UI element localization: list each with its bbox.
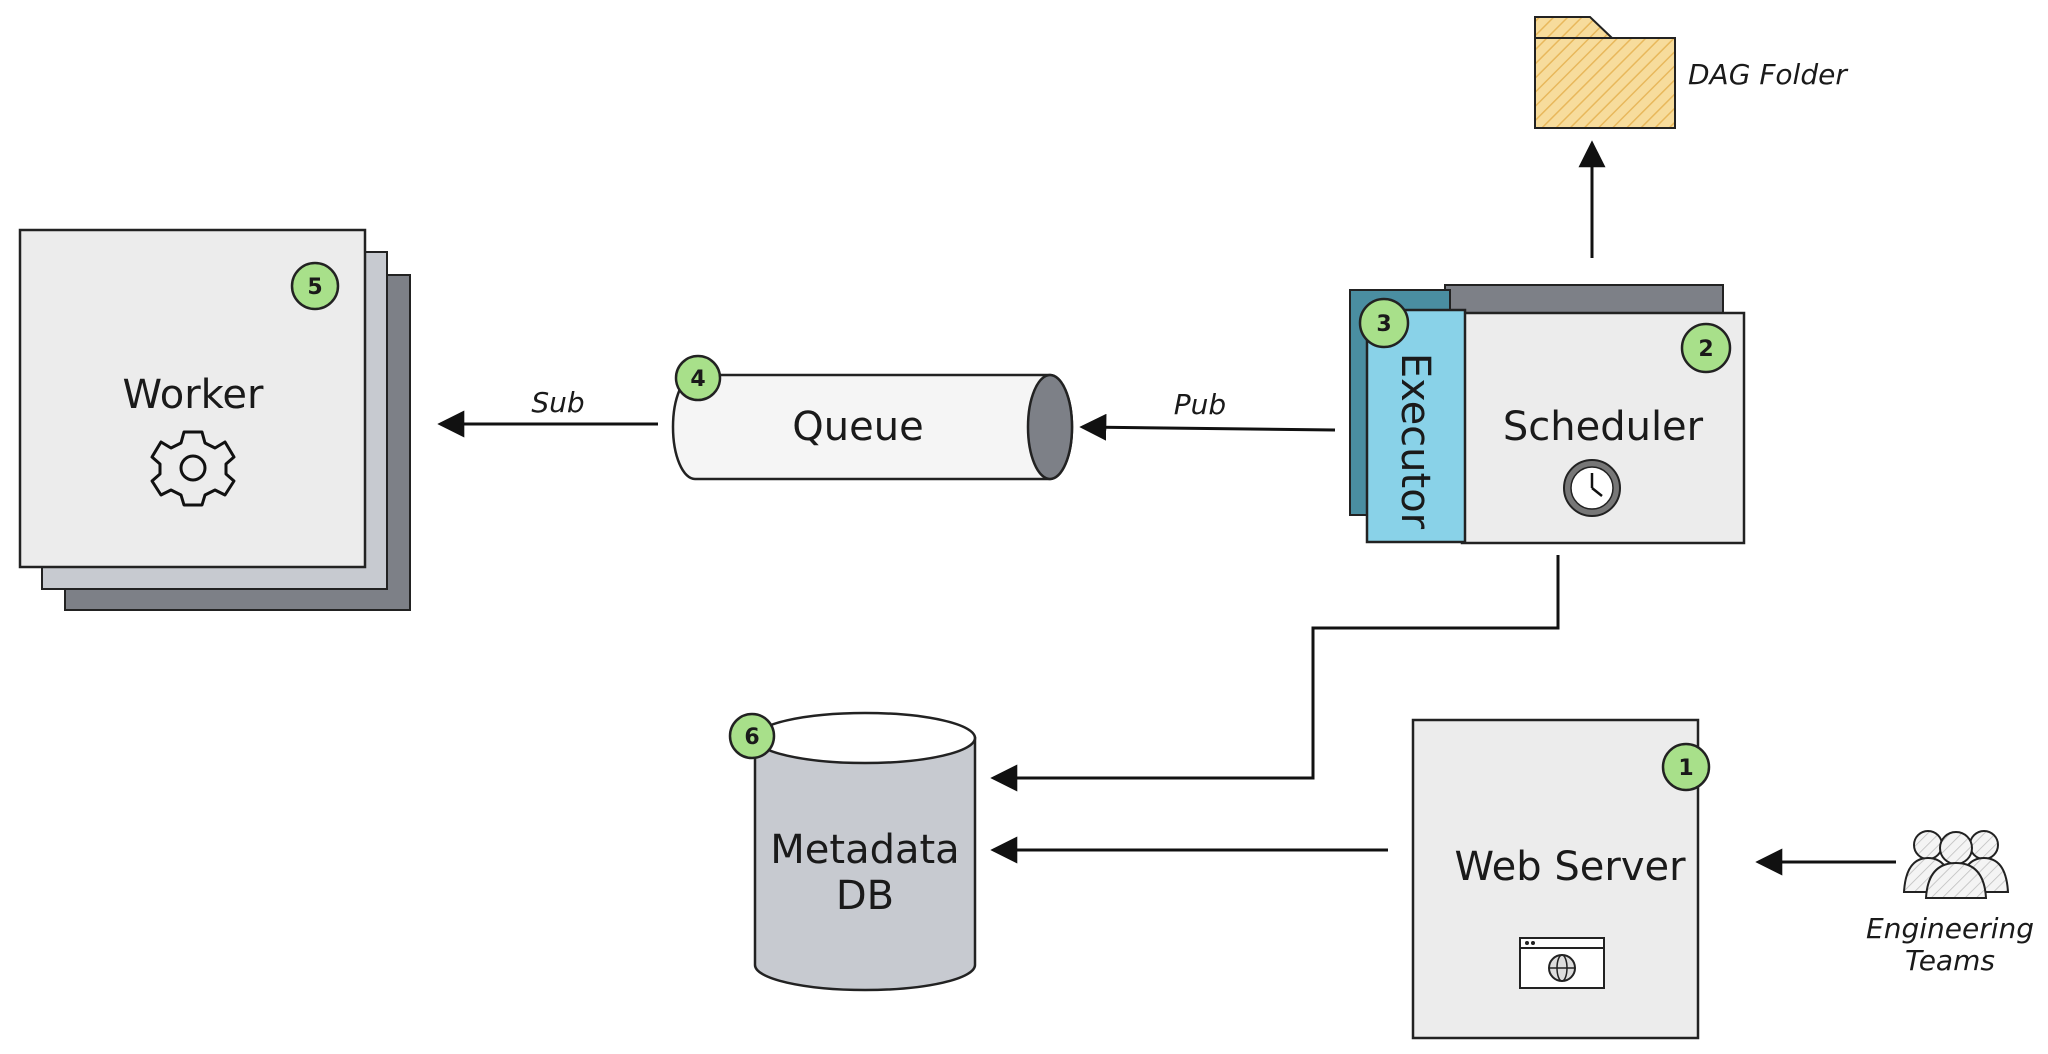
metadata-db-label-line2: DB: [836, 873, 894, 919]
dag-folder-node: DAG Folder: [1534, 16, 1848, 129]
engineering-teams-label-line2: Teams: [1905, 944, 1995, 977]
worker-badge: 5: [290, 261, 340, 311]
engineering-teams-label-line1: Engineering: [1866, 912, 2034, 945]
clock-icon: [1563, 459, 1621, 517]
queue-badge: 4: [674, 354, 722, 402]
web-server-badge: 1: [1661, 742, 1711, 792]
edge-label-pub: Pub: [1174, 388, 1226, 421]
metadata-db-label-line1: Metadata: [770, 827, 959, 873]
arrow-executor-to-queue: [1079, 413, 1336, 441]
executor-node: Executor 3: [1349, 289, 1467, 544]
connectors: [437, 140, 1896, 876]
gear-icon: [150, 430, 236, 507]
svg-text:2: 2: [1698, 337, 1713, 362]
svg-text:6: 6: [744, 725, 759, 750]
browser-icon: [1519, 937, 1605, 989]
people-icon: [1902, 830, 2010, 899]
folder-icon: [1534, 16, 1676, 129]
dag-folder-label: DAG Folder: [1688, 58, 1848, 91]
metadata-db-node: Metadata DB 6: [728, 711, 977, 992]
web-server-node: Web Server 1: [1411, 718, 1711, 1040]
worker-node: Worker 5: [18, 228, 411, 611]
web-server-label: Web Server: [1454, 844, 1686, 890]
worker-label: Worker: [123, 372, 264, 418]
executor-label: Executor: [1392, 353, 1438, 530]
executor-badge: 3: [1358, 297, 1410, 349]
queue-node: Queue 4: [671, 354, 1074, 481]
svg-text:4: 4: [690, 367, 705, 392]
arrow-scheduler-to-metadata-db: [990, 555, 1560, 792]
scheduler-badge: 2: [1680, 322, 1732, 374]
engineering-teams-node: Engineering Teams: [1866, 830, 2034, 977]
scheduler-node: Scheduler 2: [1444, 284, 1746, 545]
edge-label-sub: Sub: [531, 386, 584, 419]
svg-text:5: 5: [307, 275, 322, 300]
svg-text:3: 3: [1376, 312, 1391, 337]
queue-label: Queue: [792, 404, 923, 450]
scheduler-label: Scheduler: [1503, 404, 1704, 450]
svg-text:1: 1: [1678, 756, 1693, 781]
metadata-db-badge: 6: [728, 712, 776, 760]
